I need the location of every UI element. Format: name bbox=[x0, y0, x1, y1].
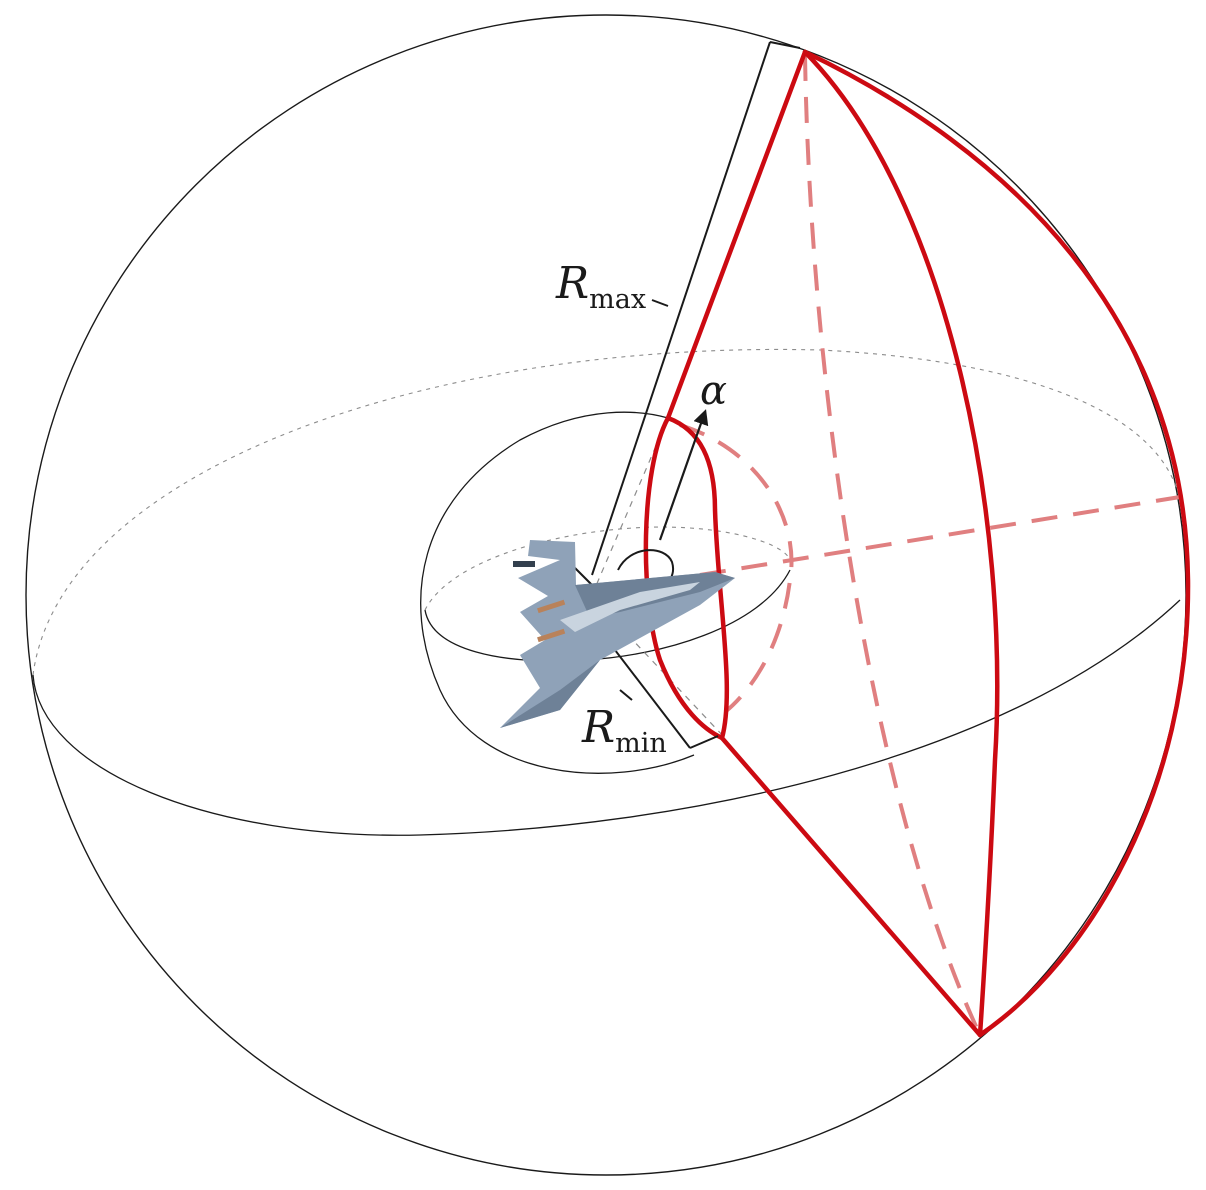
r-min-label: Rmin bbox=[581, 702, 667, 759]
stealth-bomber-icon bbox=[500, 540, 735, 728]
guide-line-down bbox=[594, 599, 726, 739]
inner-sphere bbox=[420, 411, 695, 774]
r-max-label: Rmax bbox=[555, 258, 646, 315]
alpha-label: α bbox=[700, 368, 727, 414]
r-max-dimension bbox=[574, 41, 801, 586]
sector-hidden-edges bbox=[679, 54, 1181, 1036]
alpha-direction-arrow bbox=[658, 409, 709, 541]
outer-equator-front bbox=[32, 599, 1181, 836]
outer-equator-back bbox=[32, 348, 1181, 676]
sector-visible-edges bbox=[643, 49, 1191, 1038]
